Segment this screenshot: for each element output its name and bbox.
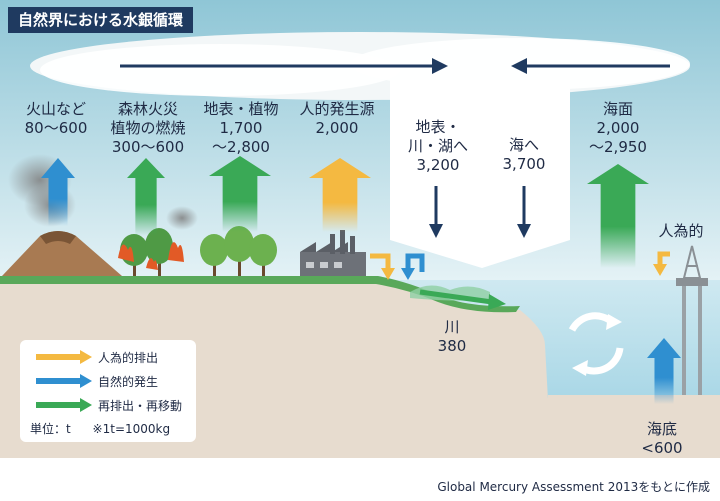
legend-arrow-anthropogenic-icon: [36, 350, 92, 364]
human-source-label: 人的発生源 2,000: [292, 100, 382, 138]
ocean-surface-label-text: 海面: [602, 100, 633, 118]
land-plants-value-1: 1,700: [219, 119, 263, 137]
human-source-label-text: 人的発生源: [299, 100, 375, 118]
volcano-value: 80〜600: [24, 119, 88, 137]
to-land-label-text-2: 川・湖へ: [407, 137, 468, 155]
plants: [200, 226, 277, 276]
deposition-to-land-arrow-head: [429, 224, 443, 238]
volcano-emission-arrow: [41, 158, 75, 226]
land-plants-emission-arrow: [209, 156, 271, 232]
ocean-surface-value-2: 〜2,950: [589, 138, 647, 156]
legend-label-natural: 自然的発生: [98, 375, 159, 389]
volcano-label-text: 火山など: [25, 100, 86, 118]
legend-arrow-natural-icon: [36, 374, 92, 388]
to-ocean-value: 3,700: [502, 155, 546, 173]
river-transport-arrow: [419, 289, 493, 305]
seabed-emission-arrow: [647, 338, 681, 404]
human-ocean-label-text: 人為的: [658, 222, 704, 240]
fire-smoke: [166, 206, 198, 230]
source-caption: Global Mercury Assessment 2013をもとに作成: [437, 480, 710, 494]
river-value: 380: [437, 337, 467, 355]
burning-forest: [118, 228, 184, 276]
human-ocean-label: 人為的: [650, 222, 712, 241]
unit-text: 単位：t: [30, 422, 71, 436]
page-title: 自然界における水銀循環: [8, 7, 194, 33]
forest-fire-label-text: 森林火災: [117, 100, 178, 118]
oil-rig-discharge-arrow: [657, 251, 670, 266]
legend-label-reemission: 再排出・再移動: [98, 399, 183, 413]
river-label: 川 380: [424, 318, 480, 356]
factory-natural-arrow-head: [401, 268, 415, 280]
factory: [300, 230, 366, 276]
to-land-label-text: 地表・: [415, 118, 461, 136]
legend-arrow-reemission-icon: [36, 398, 92, 412]
deposition-to-ocean-arrow-head: [517, 224, 531, 238]
oil-rig-discharge-arrow-head: [653, 264, 667, 276]
land-plants-value-2: 〜2,800: [212, 138, 270, 156]
land-plants-label: 地表・植物 1,700 〜2,800: [196, 100, 286, 157]
volcano: [2, 231, 122, 276]
unit-note: ※1t=1000kg: [92, 422, 171, 436]
forest-fire-label-text-2: 植物の燃焼: [110, 119, 186, 137]
forest-fire-value: 300〜600: [111, 138, 185, 156]
legend-units: 単位：t ※1t=1000kg: [30, 420, 170, 437]
volcano-label: 火山など 80〜600: [18, 100, 94, 138]
to-ocean-label: 海へ 3,700: [486, 136, 562, 174]
forest-fire-label: 森林火災 植物の燃焼 300〜600: [96, 100, 200, 157]
seabed-value: <600: [641, 439, 683, 457]
seabed-label: 海底 <600: [630, 420, 694, 458]
to-ocean-label-text: 海へ: [508, 136, 539, 154]
forest-fire-emission-arrow: [127, 158, 165, 236]
river-label-text: 川: [444, 318, 460, 336]
human-source-value: 2,000: [315, 119, 359, 137]
factory-discharge-arrow-head: [381, 268, 395, 280]
land-plants-label-text: 地表・植物: [203, 100, 279, 118]
ocean-surface-label: 海面 2,000 〜2,950: [578, 100, 658, 157]
grass: [0, 276, 520, 313]
to-land-label: 地表・ 川・湖へ 3,200: [398, 118, 478, 175]
ocean-surface-value-1: 2,000: [596, 119, 640, 137]
factory-discharge-arrow: [370, 253, 391, 270]
seabed-label-text: 海底: [646, 420, 677, 438]
legend: 人為的排出 自然的発生 再排出・再移動 単位：t ※1t=1000kg: [20, 340, 196, 442]
river-transport-arrow-head: [488, 294, 506, 310]
factory-natural-arrow: [405, 253, 425, 272]
oil-rig: [676, 245, 708, 395]
human-emission-arrow: [309, 158, 371, 232]
ocean-surface-emission-arrow: [587, 164, 649, 268]
legend-label-anthropogenic: 人為的排出: [98, 351, 159, 365]
to-land-value: 3,200: [416, 156, 460, 174]
